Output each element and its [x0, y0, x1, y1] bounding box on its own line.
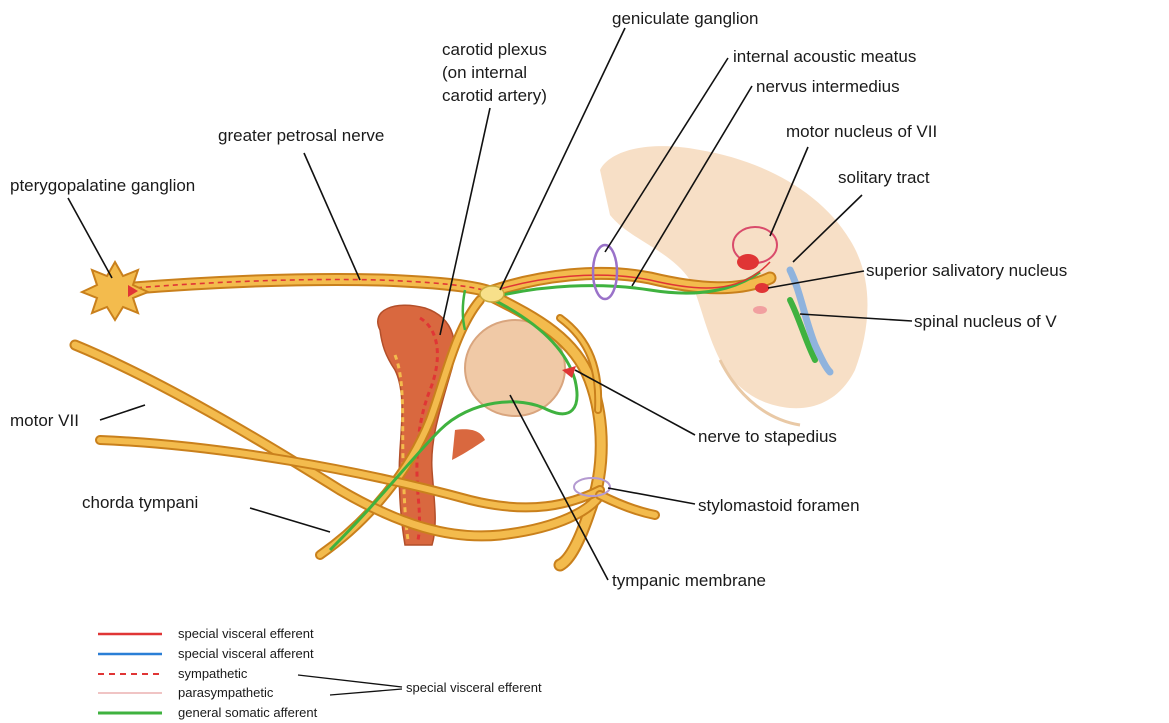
label-chorda-tympani: chorda tympani [82, 493, 198, 512]
green-short-fiber [463, 290, 465, 330]
legend-label-sve: special visceral efferent [178, 626, 314, 641]
superior-salivatory-nucleus [755, 283, 769, 293]
nucleus-pink-small [753, 306, 767, 314]
label-tympanic-membrane: tympanic membrane [612, 571, 766, 590]
label-spinal-nucleus-v: spinal nucleus of V [914, 312, 1057, 331]
legend-bracket-top [298, 675, 402, 687]
label-geniculate-ganglion: geniculate ganglion [612, 9, 759, 28]
label-carotid-plexus-line2: (on internal [442, 63, 527, 82]
label-nervus-intermedius: nervus intermedius [756, 77, 900, 96]
label-motor-vii: motor VII [10, 411, 79, 430]
label-nerve-to-stapedius: nerve to stapedius [698, 427, 837, 446]
legend-label-parasympathetic: parasympathetic [178, 685, 274, 700]
legend-bracket-bottom [330, 689, 402, 695]
legend-label-sva: special visceral afferent [178, 646, 314, 661]
legend-bracket-label: special visceral efferent [406, 680, 542, 695]
label-carotid-plexus-line1: carotid plexus [442, 40, 547, 59]
pterygopalatine-ganglion [82, 262, 148, 320]
internal-carotid-artery-branch [452, 429, 485, 460]
label-motor-nucleus-vii: motor nucleus of VII [786, 122, 937, 141]
label-greater-petrosal-nerve: greater petrosal nerve [218, 126, 384, 145]
label-carotid-plexus-line3: carotid artery) [442, 86, 547, 105]
label-pterygopalatine-ganglion: pterygopalatine ganglion [10, 176, 195, 195]
label-internal-acoustic-meatus: internal acoustic meatus [733, 47, 916, 66]
legend-label-sympathetic: sympathetic [178, 666, 248, 681]
legend: special visceral efferent special viscer… [98, 626, 542, 720]
legend-label-gsa: general somatic afferent [178, 705, 318, 720]
motor-nucleus-vii [737, 254, 759, 270]
label-stylomastoid-foramen: stylomastoid foramen [698, 496, 860, 515]
label-solitary-tract: solitary tract [838, 168, 930, 187]
label-superior-salivatory-nucleus: superior salivatory nucleus [866, 261, 1067, 280]
